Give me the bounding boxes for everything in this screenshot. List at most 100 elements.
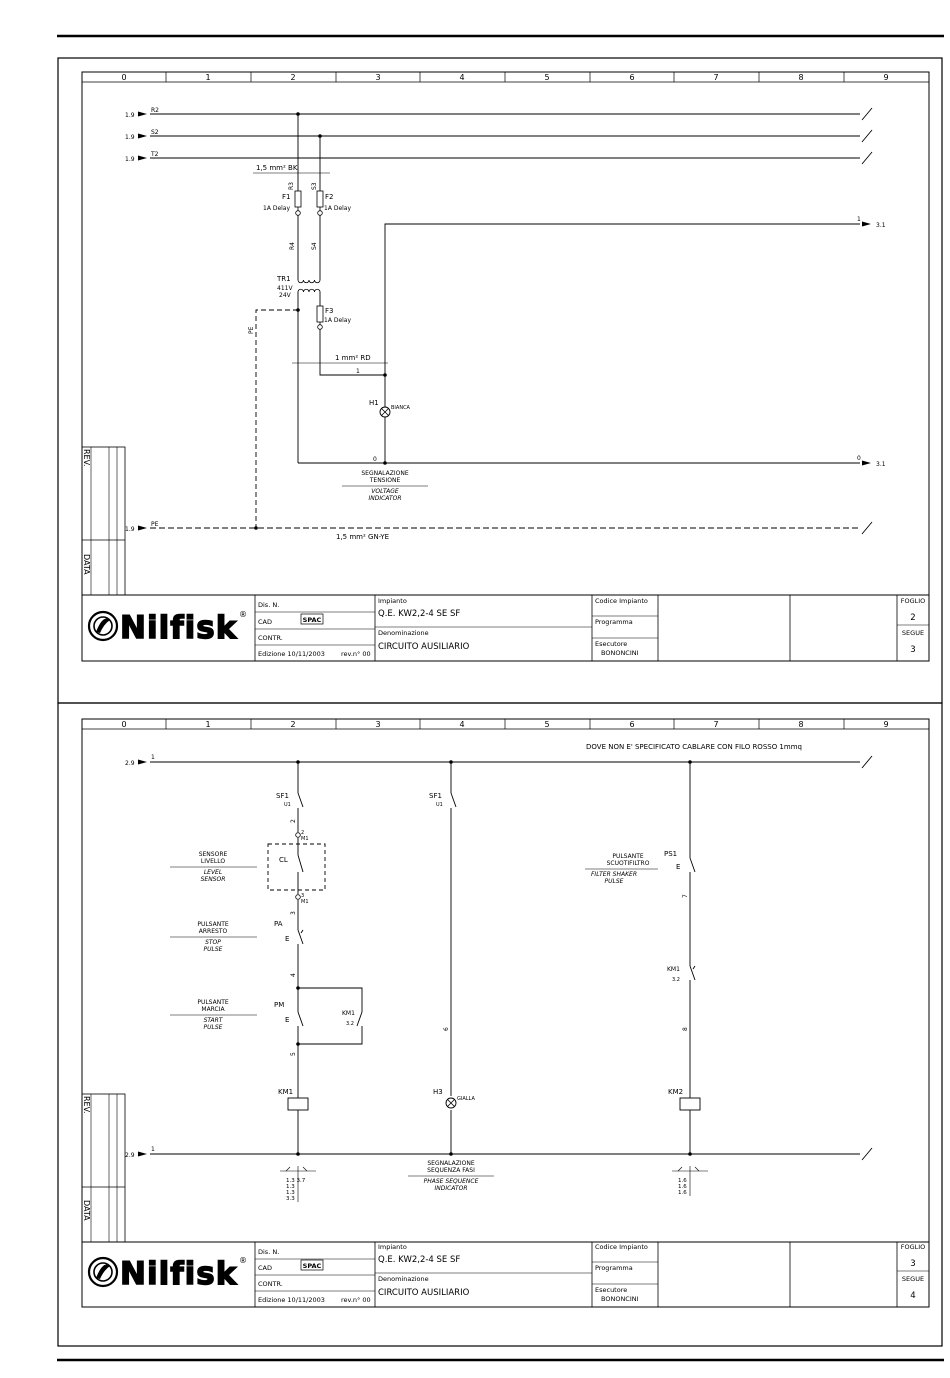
wiring-note: DOVE NON E' SPECIFICATO CABLARE CON FILO…	[586, 743, 802, 751]
line-label-t2: T2	[150, 151, 159, 158]
svg-text:U1: U1	[284, 802, 291, 808]
column-number: 0	[121, 720, 126, 729]
column-number: 9	[883, 720, 888, 729]
line-label-s2: S2	[151, 129, 159, 136]
column-number: 3	[375, 720, 380, 729]
svg-text:E: E	[676, 863, 680, 871]
svg-text:SEQUENZA FASI: SEQUENZA FASI	[427, 1167, 475, 1174]
svg-text:PULSANTE: PULSANTE	[612, 853, 644, 860]
title-block-sheet-3: Dis. N. CAD SPAC CONTR. Edizione 10/11/2…	[82, 1241, 929, 1307]
svg-text:Nilfisk: Nilfisk	[120, 610, 238, 646]
svg-text:S4: S4	[311, 242, 318, 250]
svg-text:2: 2	[290, 819, 297, 823]
svg-text:CIRCUITO AUSILIARIO: CIRCUITO AUSILIARIO	[378, 1288, 470, 1298]
line-ref: 1.9	[125, 134, 135, 141]
svg-text:Programma: Programma	[595, 618, 633, 626]
svg-text:F2: F2	[325, 193, 333, 201]
line-label-r2: R2	[151, 107, 159, 114]
line-ref: 1.9	[125, 156, 135, 163]
svg-text:INDICATOR: INDICATOR	[368, 495, 401, 502]
svg-text:0: 0	[373, 456, 377, 463]
sheet-3-border	[81, 718, 930, 1308]
svg-text:3.2: 3.2	[346, 1021, 354, 1027]
fuse-f2: F2 1A Delay S3 S4	[311, 136, 351, 280]
svg-text:Nilfisk: Nilfisk	[120, 1256, 238, 1292]
svg-text:PULSANTE: PULSANTE	[197, 921, 229, 928]
wire-label-bk: 1,5 mm² BK	[256, 164, 298, 172]
sheet-2: 0 1 2 3 4 5 6 7 8 9 REV. DATA	[81, 71, 930, 662]
line-ref: 1.9	[125, 112, 135, 119]
svg-text:4: 4	[910, 1291, 915, 1301]
svg-text:3: 3	[910, 1259, 915, 1269]
svg-text:F1: F1	[282, 193, 290, 201]
sheet-frame-bottom	[57, 702, 943, 1347]
svg-text:24V: 24V	[279, 292, 292, 299]
column-header: 0 1 2 3 4 5 6 7 8 9	[121, 719, 889, 729]
wire-label-rd: 1 mm² RD	[335, 354, 371, 362]
svg-text:Q.E. KW2,2-4 SE SF: Q.E. KW2,2-4 SE SF	[378, 609, 460, 619]
svg-text:3.3: 3.3	[286, 1196, 295, 1202]
column-number: 0	[121, 73, 126, 82]
svg-text:3: 3	[301, 893, 304, 899]
svg-text:0: 0	[857, 455, 861, 462]
svg-text:SPAC: SPAC	[303, 1262, 322, 1270]
column-number: 8	[798, 73, 803, 82]
svg-text:4: 4	[290, 973, 297, 977]
svg-text:STOP: STOP	[205, 939, 221, 946]
svg-text:Edizione 10/11/2003: Edizione 10/11/2003	[258, 1296, 325, 1304]
svg-text:FOGLIO: FOGLIO	[901, 1243, 926, 1251]
svg-text:SF1: SF1	[429, 792, 442, 800]
column-number: 1	[205, 720, 210, 729]
sheet-2-border	[81, 71, 930, 662]
svg-text:1: 1	[857, 216, 861, 223]
svg-text:SEGNALAZIONE: SEGNALAZIONE	[361, 470, 409, 477]
svg-text:1.6: 1.6	[678, 1184, 687, 1190]
svg-text:F3: F3	[325, 307, 333, 315]
svg-text:Esecutore: Esecutore	[595, 1286, 627, 1294]
svg-text:3: 3	[910, 645, 915, 655]
svg-text:U1: U1	[436, 802, 443, 808]
svg-text:3.2: 3.2	[672, 977, 680, 983]
lamp-h3: H3 GIALLA	[433, 1088, 475, 1109]
svg-text:FOGLIO: FOGLIO	[901, 597, 926, 605]
svg-text:Esecutore: Esecutore	[595, 640, 627, 648]
xref-km2: 1.6 1.6 1.6	[672, 1166, 708, 1196]
svg-text:Denominazione: Denominazione	[378, 629, 429, 637]
svg-text:3.1: 3.1	[876, 461, 886, 468]
svg-text:BONONCINI: BONONCINI	[601, 1295, 639, 1303]
column-number: 2	[290, 720, 295, 729]
column-number: 7	[713, 720, 718, 729]
branch-km1	[297, 762, 363, 1154]
svg-text:R4: R4	[289, 242, 296, 250]
svg-text:Denominazione: Denominazione	[378, 1275, 429, 1283]
svg-text:LIVELLO: LIVELLO	[201, 858, 225, 865]
svg-text:INDICATOR: INDICATOR	[434, 1185, 467, 1192]
svg-text:1A Delay: 1A Delay	[263, 205, 290, 212]
svg-text:3: 3	[290, 911, 297, 915]
svg-text:Codice Impianto: Codice Impianto	[595, 1243, 648, 1251]
svg-text:3.1: 3.1	[876, 222, 886, 229]
svg-text:CIRCUITO AUSILIARIO: CIRCUITO AUSILIARIO	[378, 642, 470, 652]
nilfisk-logo: Nilfisk ®	[87, 609, 247, 647]
column-number: 1	[205, 73, 210, 82]
column-number: 5	[544, 720, 549, 729]
svg-text:Dis. N.: Dis. N.	[258, 1248, 279, 1256]
svg-text:Impianto: Impianto	[378, 597, 407, 605]
svg-text:KM1: KM1	[278, 1088, 293, 1096]
svg-text:1: 1	[151, 1146, 155, 1153]
svg-text:S3: S3	[311, 182, 318, 190]
rev-label: REV.	[82, 449, 91, 467]
wire-label-gnye: 1,5 mm² GN-YE	[336, 533, 389, 541]
svg-text:2: 2	[301, 830, 304, 836]
transformer-tr1: TR1 411V 24V	[276, 275, 321, 299]
column-number: 9	[883, 73, 888, 82]
svg-text:KM1: KM1	[342, 1010, 355, 1017]
svg-text:CAD: CAD	[258, 1264, 272, 1272]
svg-text:PULSANTE: PULSANTE	[197, 999, 229, 1006]
svg-text:H1: H1	[369, 399, 379, 407]
svg-text:H3: H3	[433, 1088, 443, 1096]
svg-text:SPAC: SPAC	[303, 616, 322, 624]
svg-text:CONTR.: CONTR.	[258, 634, 283, 642]
svg-text:1: 1	[356, 368, 360, 375]
